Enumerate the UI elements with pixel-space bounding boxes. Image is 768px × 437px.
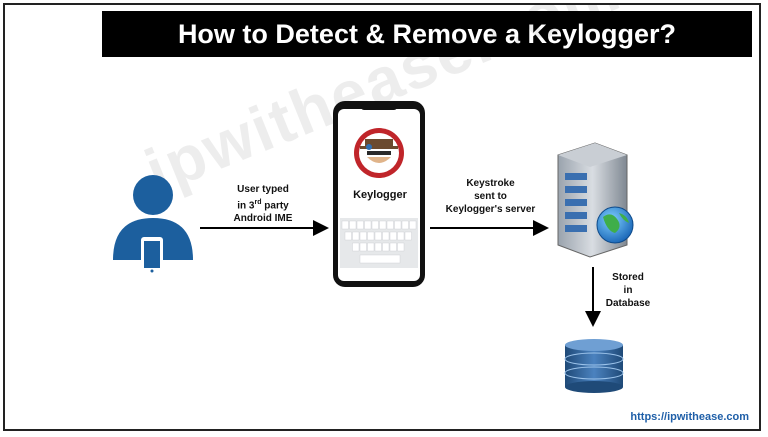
- user-with-phone-icon: [113, 175, 193, 275]
- diagram-frame: How to Detect & Remove a Keylogger? ipwi…: [3, 3, 761, 431]
- label-in-3: in 3: [237, 200, 255, 212]
- label-stored-line2: in: [623, 285, 633, 296]
- smartphone-icon: [333, 101, 425, 287]
- label-keystroke-line1: Keystroke: [466, 178, 515, 189]
- label-stored: Stored in Database: [597, 271, 659, 310]
- spy-badge-icon: [354, 128, 404, 178]
- footer-url[interactable]: https://ipwithease.com: [630, 411, 749, 423]
- server-globe-icon: [557, 142, 634, 258]
- label-user-typed-line1: User typed: [237, 184, 289, 195]
- label-user-typed-line3: Android IME: [233, 213, 293, 225]
- page-title: How to Detect & Remove a Keylogger?: [102, 11, 752, 57]
- label-keystroke-line3: Keylogger's server: [445, 204, 536, 215]
- label-user-typed: User typed in 3rd party Android IME: [213, 183, 313, 225]
- label-party: party: [261, 200, 289, 212]
- diagram-canvas: [113, 101, 634, 393]
- label-keystroke: Keystroke sent to Keylogger's server: [433, 177, 548, 216]
- label-user-typed-line2: in 3rd party: [213, 196, 313, 212]
- label-keystroke-line2: sent to: [474, 191, 507, 202]
- label-rd-sup: rd: [254, 199, 262, 206]
- label-stored-line3: Database: [605, 298, 651, 309]
- label-stored-line1: Stored: [612, 272, 644, 283]
- database-icon: [564, 339, 624, 393]
- phone-title: Keylogger: [353, 189, 407, 201]
